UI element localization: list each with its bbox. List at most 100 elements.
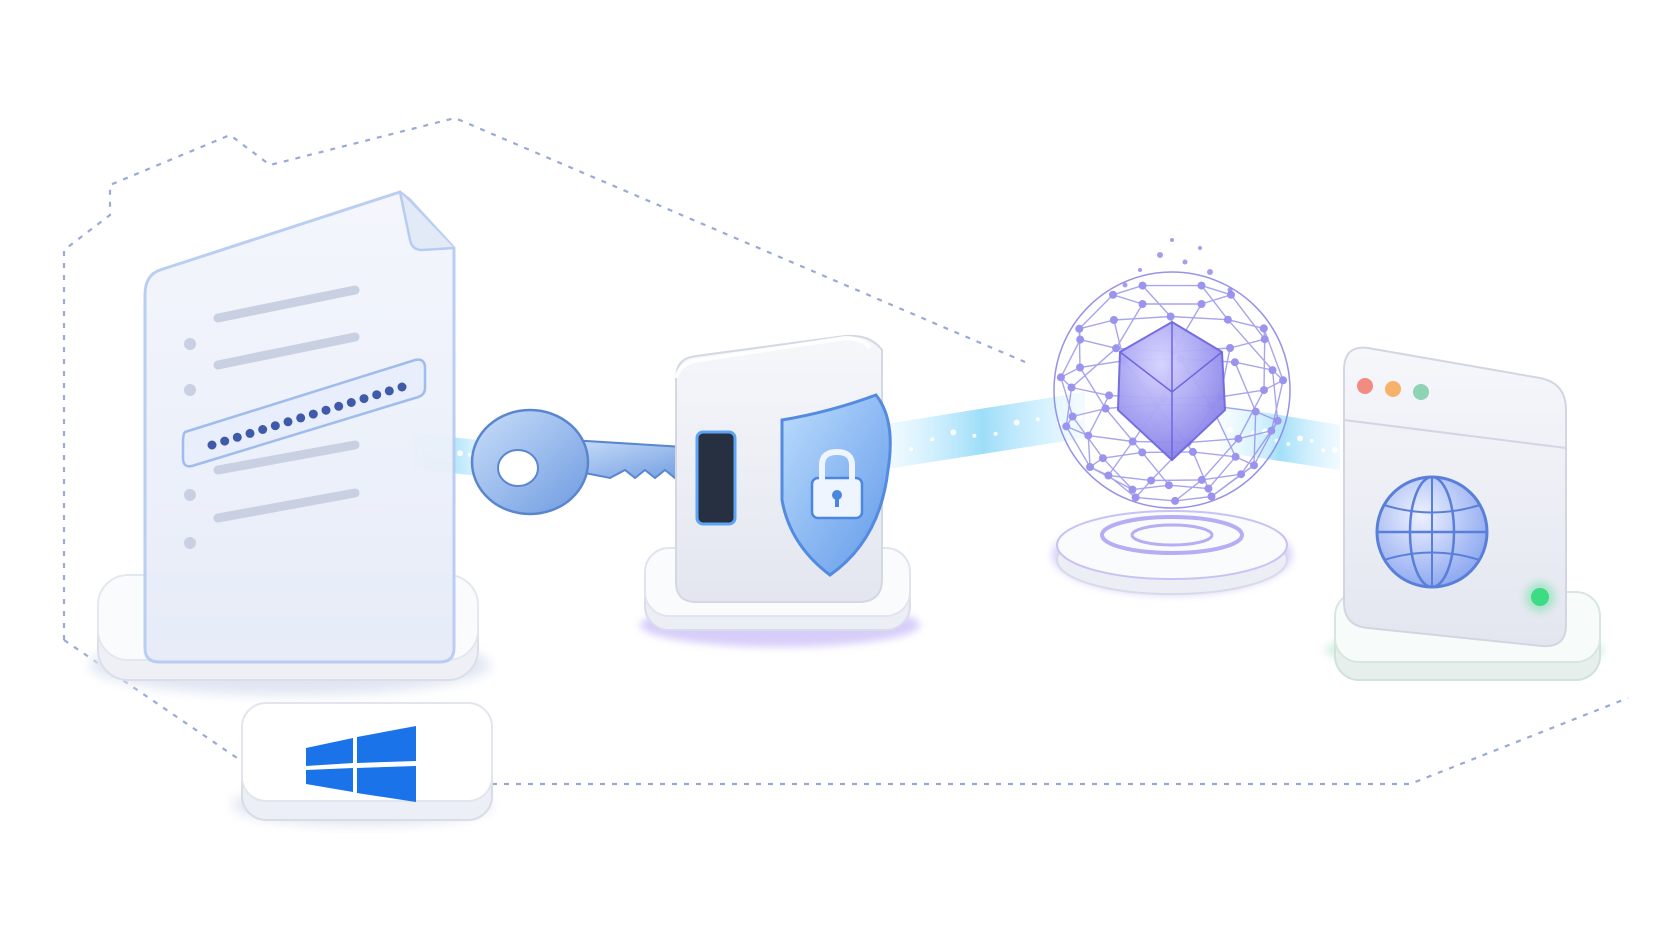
beam-particle — [457, 450, 463, 457]
beam-particle — [909, 447, 914, 452]
network-node — [1279, 376, 1288, 385]
network-node — [1197, 281, 1206, 290]
floating-particle — [1122, 282, 1128, 288]
network-node — [1197, 475, 1206, 484]
network-node — [1068, 412, 1077, 421]
secure-vault — [640, 334, 920, 647]
password-mask-dot — [283, 417, 293, 427]
network-node — [1109, 290, 1117, 299]
network-node — [1109, 316, 1118, 324]
browser-globe-icon — [1375, 475, 1489, 589]
beam-particle — [1035, 417, 1040, 422]
browser-control-dot — [1413, 384, 1429, 400]
beam-particle — [1286, 442, 1291, 446]
network-node — [1104, 471, 1113, 480]
network-node — [1260, 386, 1268, 395]
password-mask-dot — [245, 428, 255, 438]
password-mask-dot — [346, 398, 356, 407]
credential-document — [90, 190, 490, 695]
password-mask-dot — [258, 425, 268, 434]
password-mask-dot — [321, 405, 331, 415]
floating-particle — [1138, 268, 1142, 272]
password-mask-dot — [220, 436, 230, 446]
network-node — [1166, 312, 1175, 321]
windows-platform — [232, 702, 493, 825]
network-node — [1188, 447, 1197, 456]
network-node — [1128, 437, 1137, 446]
windows-logo-icon — [306, 726, 416, 802]
password-mask-dot — [334, 401, 344, 411]
floating-particle — [1227, 287, 1233, 293]
network-node — [1227, 290, 1235, 299]
network-node — [1062, 422, 1071, 431]
network-node — [1067, 383, 1076, 392]
beam-particle — [468, 452, 472, 457]
network-node — [1112, 344, 1121, 353]
beam-particle — [1013, 419, 1020, 426]
network-node — [1250, 461, 1258, 470]
network-node — [1138, 300, 1147, 308]
network-node — [1223, 315, 1232, 324]
key-icon — [470, 408, 701, 516]
network-node — [1267, 426, 1276, 435]
network-node — [1273, 416, 1282, 425]
network-node — [1105, 391, 1114, 400]
network-node — [1231, 452, 1240, 461]
network-node — [1260, 335, 1269, 344]
network-node — [1084, 431, 1093, 440]
beam-particle — [1297, 435, 1303, 442]
password-mask-dot — [296, 413, 306, 423]
network-node — [1197, 300, 1206, 308]
network-node — [1131, 493, 1140, 502]
network-node — [1226, 344, 1235, 352]
password-mask-dot — [207, 440, 217, 450]
password-mask-dot — [270, 421, 280, 431]
web-browser — [1325, 346, 1605, 681]
password-mask-dot — [397, 382, 407, 392]
network-node — [1237, 470, 1246, 479]
network-node — [1076, 335, 1085, 344]
password-mask-dot — [232, 432, 242, 442]
beam-particle — [972, 433, 977, 438]
password-mask-dot — [372, 390, 382, 400]
password-mask-dot — [308, 409, 318, 419]
beam-particle — [1227, 427, 1233, 433]
network-node — [1230, 358, 1239, 367]
network-node — [1138, 448, 1147, 457]
password-document-icon — [181, 285, 427, 549]
network-node — [1056, 373, 1065, 382]
beam-particle — [1321, 448, 1326, 453]
floating-particle — [1182, 259, 1188, 265]
access-key — [470, 408, 701, 516]
network-node — [1234, 434, 1243, 443]
browser-control-dot — [1357, 378, 1373, 394]
network-node — [1164, 481, 1173, 490]
network-node — [1147, 476, 1156, 485]
network-node — [1101, 404, 1110, 413]
network-globe-icon — [1053, 238, 1291, 509]
floating-particle — [1207, 269, 1213, 275]
beam-particle — [993, 431, 998, 436]
floating-particle — [1157, 252, 1163, 258]
browser-control-dot — [1385, 381, 1401, 397]
network-node — [1138, 281, 1147, 290]
password-mask-dot — [359, 394, 369, 404]
network-node — [1076, 363, 1084, 372]
network-node — [1098, 454, 1107, 463]
network-node — [1268, 366, 1277, 375]
network-node — [1207, 492, 1216, 501]
network-node — [1204, 484, 1213, 493]
password-mask-dots — [207, 382, 407, 450]
beam-particle — [1309, 438, 1314, 443]
network-node — [1075, 324, 1084, 333]
shield-lock-icon — [780, 393, 892, 577]
network-node — [1128, 485, 1137, 494]
floating-particle — [1170, 238, 1174, 242]
network-node — [1171, 496, 1180, 505]
network-node — [1259, 324, 1268, 333]
password-mask-dot — [384, 386, 394, 396]
beam-particle — [1332, 447, 1338, 453]
floating-particle — [1198, 246, 1202, 250]
